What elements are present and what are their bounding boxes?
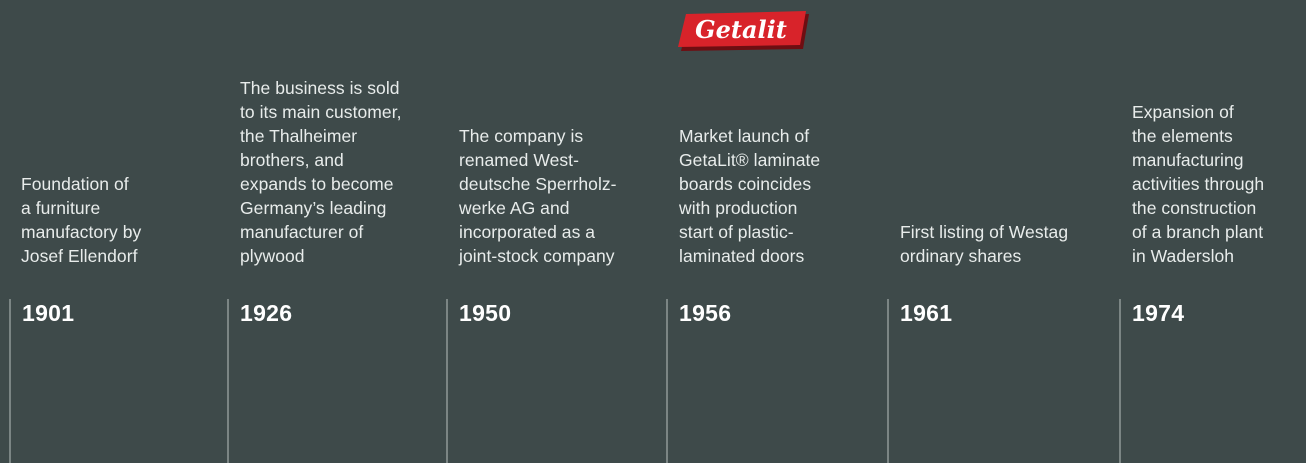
event-year: 1901 (22, 300, 75, 326)
getalit-logo: Getalit (678, 11, 809, 51)
getalit-logo-text: Getalit (695, 15, 787, 44)
event-description: The business is sold to its main custome… (240, 78, 402, 266)
event-description: First listing of Westag ordinary shares (900, 222, 1069, 266)
timeline-divider (227, 299, 229, 463)
event-description: The company is renamed West- deutsche Sp… (459, 126, 617, 266)
timeline-divider (9, 299, 11, 463)
timeline-divider (1119, 299, 1121, 463)
event-year: 1961 (900, 300, 953, 326)
timeline-divider (666, 299, 668, 463)
timeline-divider (887, 299, 889, 463)
timeline-divider (446, 299, 448, 463)
event-year: 1950 (459, 300, 512, 326)
event-year: 1974 (1132, 300, 1185, 326)
event-description: Market launch of GetaLit® laminate board… (679, 126, 821, 266)
event-description: Foundation of a furniture manufactory by… (21, 174, 142, 266)
event-description: Expansion of the elements manufacturing … (1132, 102, 1265, 266)
event-year: 1956 (679, 300, 732, 326)
event-year: 1926 (240, 300, 293, 326)
